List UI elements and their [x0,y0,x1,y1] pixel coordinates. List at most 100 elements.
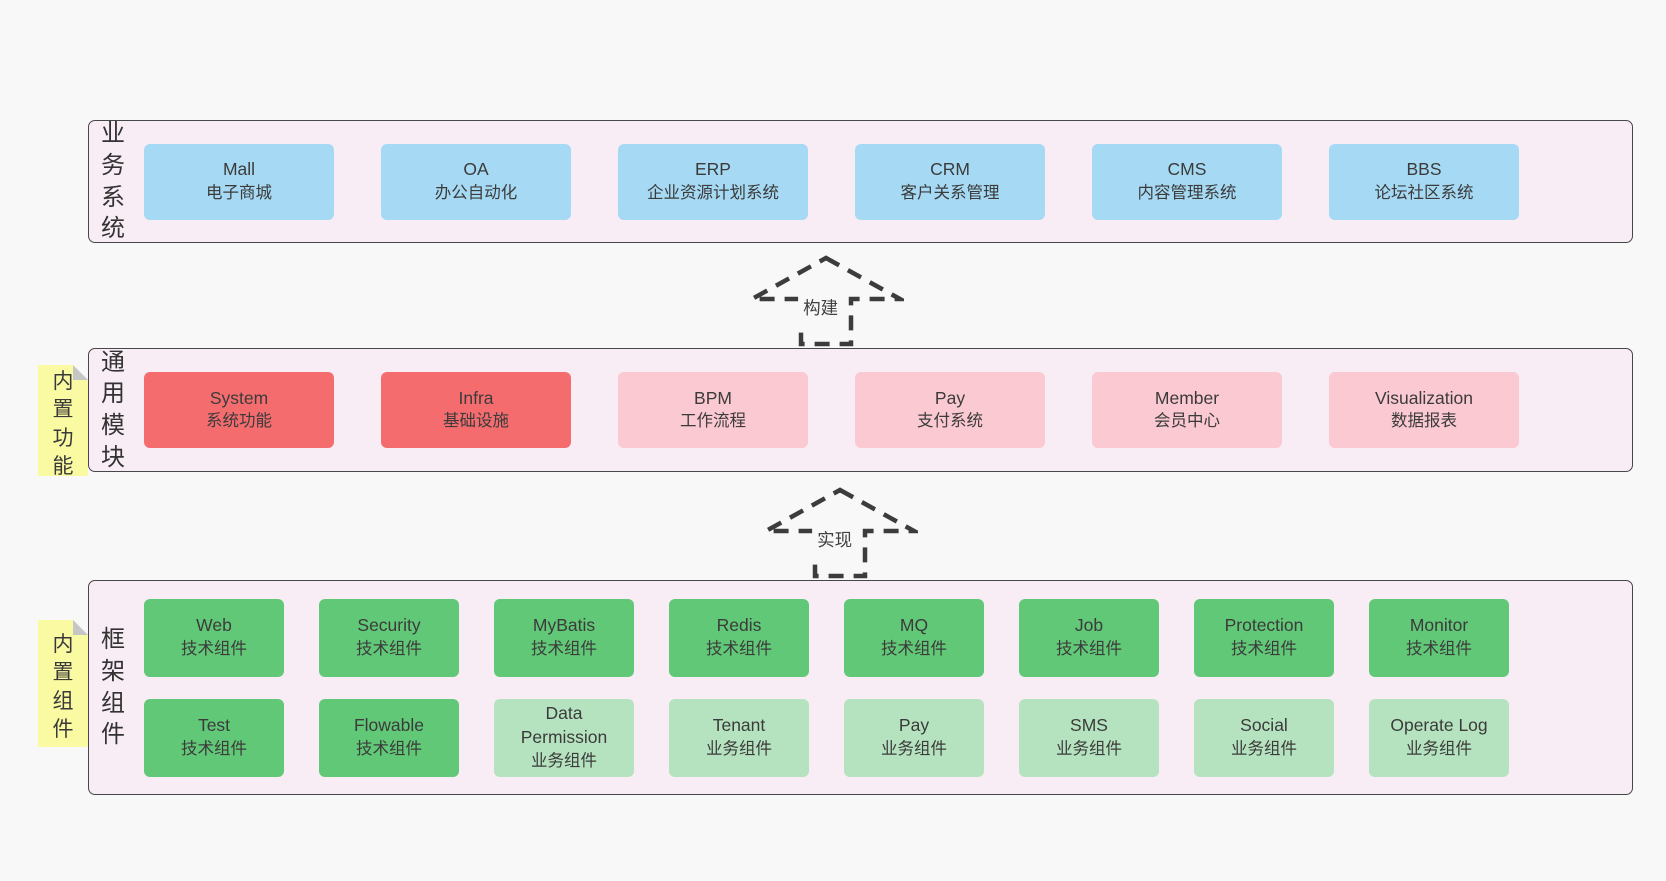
sticky-note-builtin-components: 内置组件 [38,620,88,747]
module-box-pay: Pay 支付系统 [855,372,1045,448]
module-box-bpm: BPM 工作流程 [618,372,808,448]
module-box-subtitle: 业务组件 [1056,739,1122,758]
band-common-modules-boxes: System 系统功能 Infra 基础设施 BPM 工作流程 Pay 支付系统 Member 会… [125,372,1632,448]
module-box-mq: MQ 技术组件 [844,598,984,677]
module-box-visualization: Visualization 数据报表 [1329,372,1519,448]
module-box-title: BPM [694,387,732,408]
module-box-sms: SMS 业务组件 [1019,698,1159,777]
module-box-subtitle: 工作流程 [680,412,746,431]
module-box-infra: Infra 基础设施 [381,372,571,448]
module-box-title: Data Permission [520,703,608,747]
arrow-build: 构建 [748,252,904,348]
module-box-redis: Redis 技术组件 [669,598,809,677]
arrow-build-label: 构建 [798,292,844,323]
module-box-title: ERP [695,159,731,180]
arrow-implement: 实现 [762,484,918,580]
band-common-modules: 通用模块 System 系统功能 Infra 基础设施 BPM 工作流程 Pay 支付系统 Me… [88,348,1633,472]
module-box-data-permission: Data Permission 业务组件 [494,698,634,777]
module-box-subtitle: 系统功能 [206,412,272,431]
module-box-title: MQ [899,615,929,636]
module-box-member: Member 会员中心 [1092,372,1282,448]
module-box-subtitle: 业务组件 [531,751,597,770]
sticky-note-builtin-features: 内置功能 [38,365,88,476]
module-box-subtitle: 业务组件 [706,739,772,758]
module-box-title: Web [196,615,232,636]
module-box-title: Pay [898,715,930,736]
module-box-title: Job [1074,615,1104,636]
module-box-title: Test [197,715,231,736]
module-box-title: Pay [934,387,966,408]
module-box-subtitle: 技术组件 [181,639,247,658]
up-arrow-dashed-icon [762,487,918,579]
module-box-title: Mall [222,159,256,180]
module-box-pay: Pay 业务组件 [844,698,984,777]
module-box-protection: Protection 技术组件 [1194,598,1334,677]
module-box-title: Tenant [712,715,766,736]
module-box-title: OA [463,159,489,180]
module-box-title: CRM [930,159,970,180]
module-box-subtitle: 技术组件 [531,639,597,658]
module-box-title: Operate Log [1390,715,1488,736]
module-box-subtitle: 办公自动化 [434,183,518,202]
module-box-web: Web 技术组件 [144,598,284,677]
module-box-bbs: BBS 论坛社区系统 [1329,143,1519,220]
module-box-subtitle: 技术组件 [881,639,947,658]
module-box-title: Member [1154,387,1220,408]
module-box-subtitle: 技术组件 [1231,639,1297,658]
module-box-operate-log: Operate Log 业务组件 [1369,698,1509,777]
module-box-system: System 系统功能 [144,372,334,448]
module-box-title: MyBatis [532,615,596,636]
module-box-title: Visualization [1375,387,1473,408]
module-box-title: CMS [1167,159,1207,180]
module-box-subtitle: 业务组件 [1406,739,1472,758]
module-box-subtitle: 技术组件 [356,639,422,658]
module-box-subtitle: 基础设施 [443,412,509,431]
module-box-subtitle: 论坛社区系统 [1374,183,1474,202]
module-box-subtitle: 企业资源计划系统 [647,183,779,202]
module-box-oa: OA 办公自动化 [381,143,571,220]
module-box-subtitle: 内容管理系统 [1137,183,1237,202]
module-box-subtitle: 技术组件 [706,639,772,658]
module-box-test: Test 技术组件 [144,698,284,777]
module-box-title: SMS [1070,715,1108,736]
module-box-subtitle: 支付系统 [917,412,983,431]
module-box-social: Social 业务组件 [1194,698,1334,777]
module-box-subtitle: 会员中心 [1154,412,1220,431]
band-framework-components-label: 框架组件 [101,626,125,749]
module-box-title: Redis [716,615,762,636]
module-box-title: System [209,387,269,408]
box-row: System 系统功能 Infra 基础设施 BPM 工作流程 Pay 支付系统 Member 会… [125,372,1632,448]
sticky-note-builtin-features-label: 内置功能 [52,369,74,478]
module-box-title: Monitor [1409,615,1469,636]
module-box-subtitle: 客户关系管理 [900,183,1000,202]
module-box-subtitle: 业务组件 [1231,739,1297,758]
module-box-subtitle: 技术组件 [181,739,247,758]
module-box-subtitle: 技术组件 [1056,639,1122,658]
module-box-cms: CMS 内容管理系统 [1092,143,1282,220]
module-box-subtitle: 数据报表 [1391,412,1457,431]
band-business-systems-label: 业务系统 [101,120,125,243]
module-box-erp: ERP 企业资源计划系统 [618,143,808,220]
arrow-implement-label: 实现 [812,524,858,555]
module-box-title: BBS [1406,159,1442,180]
up-arrow-dashed-icon [748,255,904,347]
module-box-job: Job 技术组件 [1019,598,1159,677]
module-box-title: Protection [1224,615,1304,636]
module-box-tenant: Tenant 业务组件 [669,698,809,777]
module-box-subtitle: 业务组件 [881,739,947,758]
band-common-modules-label: 通用模块 [101,348,125,471]
sticky-note-builtin-components-label: 内置组件 [52,632,74,741]
module-box-title: Infra [458,387,494,408]
module-box-title: Social [1240,715,1288,736]
